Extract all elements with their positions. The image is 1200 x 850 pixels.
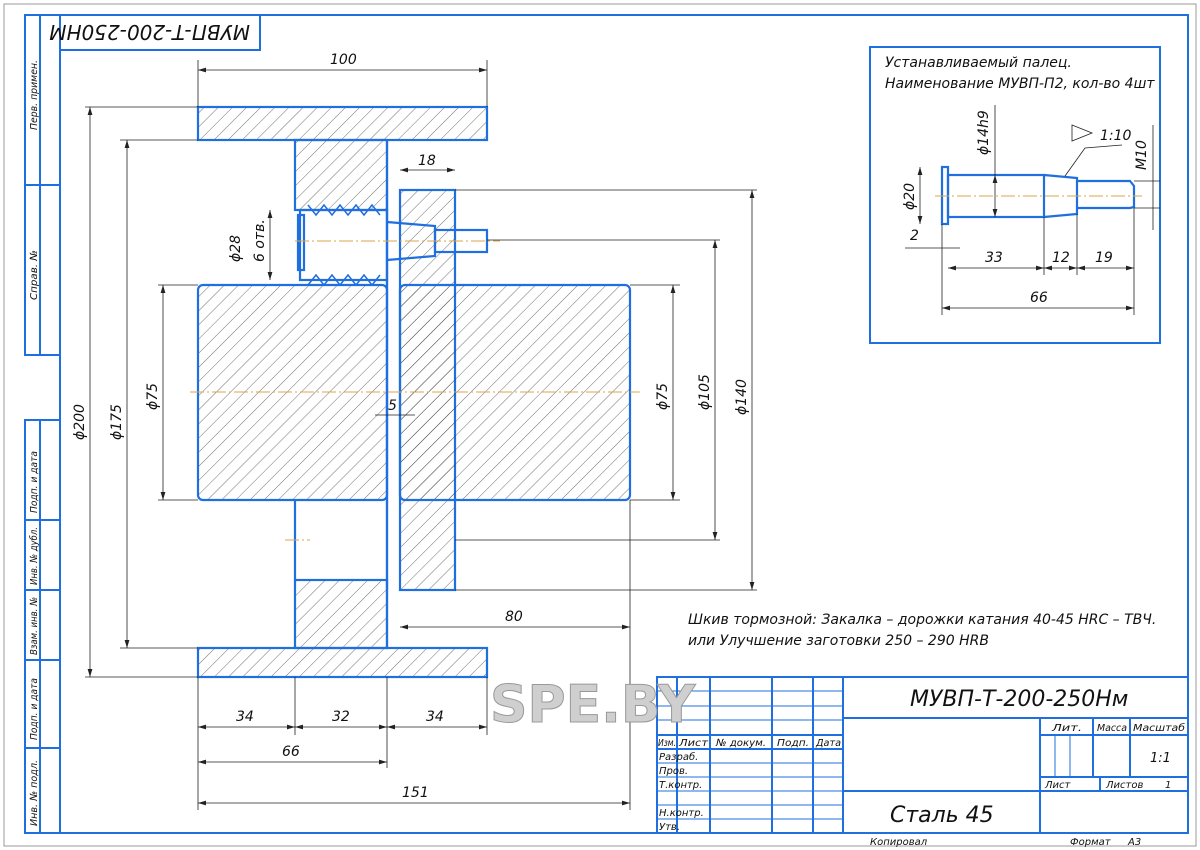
pin-inset: Устанавливаемый палец. Наименование МУВП… [869, 46, 1161, 344]
inset-d33: 33 [985, 250, 1003, 266]
title_block-cols-1: Лист [678, 738, 709, 749]
side-label: Инв. № подл. [29, 760, 40, 826]
material: Сталь 45 [890, 803, 994, 828]
designation: МУВП-Т-200-250Нм [910, 687, 1128, 712]
title_block-rows-1: Пров. [659, 766, 688, 777]
dim-75-left: ϕ75 [145, 383, 161, 410]
side-label: Подп. и дата [29, 451, 40, 513]
side-label: Взам. инв. № [29, 597, 40, 655]
title_block-format: Формат [1070, 837, 1112, 848]
dim-32: 32 [332, 709, 350, 725]
side-label: Справ. № [29, 250, 40, 300]
dim-28: ϕ28 [228, 235, 244, 262]
title_block-format_value: А3 [1127, 837, 1141, 848]
dim-100: 100 [330, 52, 357, 68]
dim-holes: 6 отв. [252, 219, 268, 262]
title_block-rows-3: Н.контр. [659, 808, 704, 819]
dim-175: ϕ175 [109, 404, 125, 440]
inset-title-1: Наименование МУВП-П2, кол-во 4шт [885, 76, 1155, 92]
side-strip: Перв. примен. Справ. № Подп. и дата Инв.… [24, 14, 61, 834]
note-line: или Улучшение заготовки 250 – 290 HRB [688, 633, 989, 649]
title-block: Изм. Лист № докум. Подп. Дата Разраб. Про… [656, 676, 1189, 848]
title_block-mass: Масса [1097, 723, 1127, 734]
title_block-rows-0: Разраб. [659, 751, 698, 763]
title_block-lit: Лит. [1051, 723, 1082, 734]
dim-140: ϕ140 [734, 379, 750, 415]
dim-151: 151 [402, 785, 429, 801]
side-label: Инв. № дубл. [28, 527, 40, 585]
inset-d14: ϕ14h9 [976, 110, 992, 155]
pulley-section [190, 105, 640, 679]
title_block-cols-3: Подп. [777, 738, 809, 749]
watermark: SPE.BY [490, 675, 697, 735]
title_block-rows-4: Утв. [659, 822, 680, 833]
dim-18: 18 [418, 153, 436, 169]
inset-d12: 12 [1052, 250, 1070, 266]
title_block-sheets_count: 1 [1165, 780, 1171, 791]
dim-80: 80 [505, 609, 523, 625]
inset-d66: 66 [1030, 290, 1048, 306]
title_block-scale_label: Масштаб [1133, 722, 1185, 734]
stamp-code: МУВП-Т-200-250НМ [49, 20, 250, 44]
inset-m10: M10 [1134, 140, 1150, 170]
side-label: Подп. и дата [29, 678, 40, 740]
dim-34: 34 [236, 709, 254, 725]
dim-75-right: ϕ75 [655, 383, 671, 410]
inset-d19: 19 [1095, 250, 1113, 266]
note-line: Шкив тормозной: Закалка – дорожки катани… [688, 612, 1156, 628]
inset-d2: 2 [910, 228, 919, 244]
inset-title-0: Устанавливаемый палец. [885, 55, 1072, 71]
inset-taper: 1:10 [1100, 128, 1132, 144]
title_block-rows-2: Т.контр. [659, 780, 702, 791]
dim-5: 5 [388, 398, 397, 414]
dim-200: ϕ200 [72, 404, 88, 440]
dim-34: 34 [426, 709, 444, 725]
title_block-cols-2: № докум. [715, 738, 766, 749]
title_block-cols-0: Изм. [658, 738, 676, 749]
title_block-sheets: Листов [1105, 780, 1143, 791]
inset-d20: ϕ20 [902, 183, 918, 210]
title_block-cols-4: Дата [815, 738, 841, 749]
scale-value: 1:1 [1150, 751, 1171, 766]
title_block-copied: Копировал [870, 837, 928, 848]
side-label: Перв. примен. [29, 60, 40, 130]
title_block-sheet: Лист [1044, 780, 1072, 791]
dim-105: ϕ105 [697, 374, 713, 410]
dim-66: 66 [282, 744, 300, 760]
